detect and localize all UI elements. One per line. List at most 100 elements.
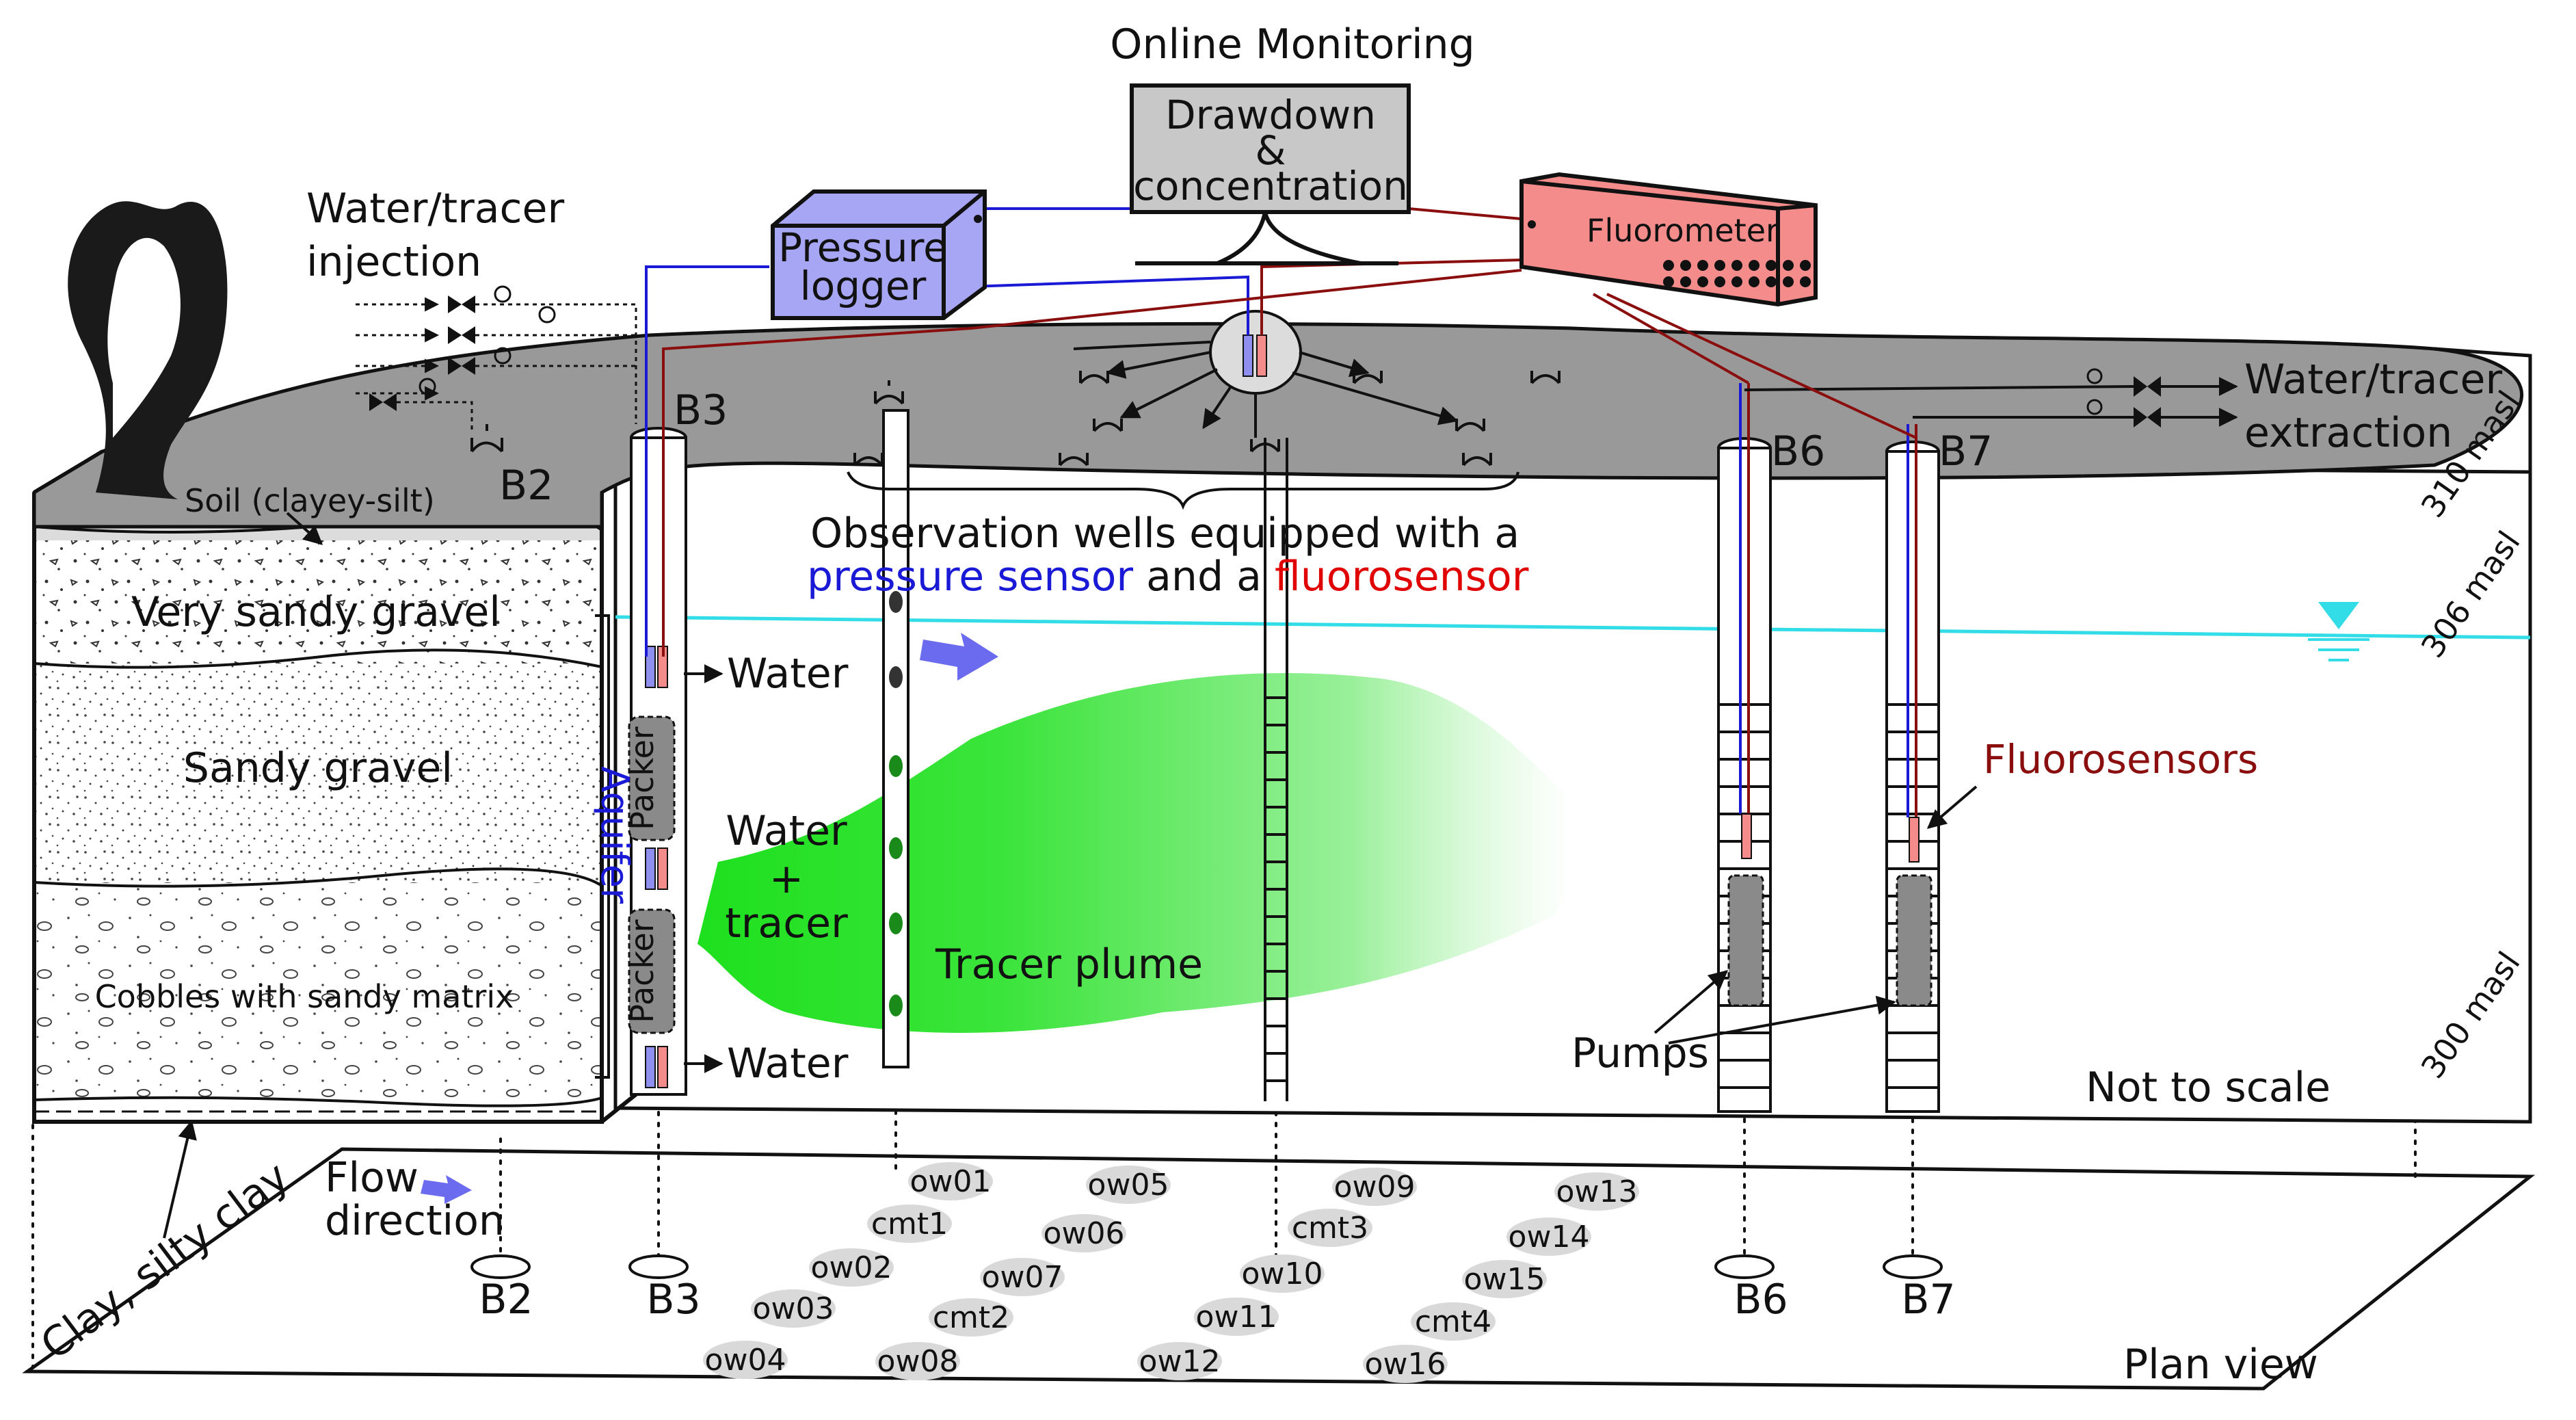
computer-label-2: &: [1255, 127, 1286, 174]
fluorometer-label: Fluorometer: [1586, 212, 1779, 249]
projection-lines: [31, 1066, 2417, 1369]
plan-label-b3: B3: [646, 1276, 700, 1324]
well-cmt: [882, 409, 909, 1068]
aquifer-label: Aquifer: [592, 766, 637, 904]
extraction-label-1: Water/tracer: [2244, 356, 2502, 404]
plan-well-oval: [1554, 1172, 1639, 1211]
plan-well-oval: [1332, 1168, 1417, 1206]
plan-well-oval: [980, 1258, 1065, 1296]
plan-well-oval: [929, 1298, 1013, 1337]
layer-label-sandy-gravel: Sandy gravel: [183, 744, 453, 792]
plan-well-label-cmt4: cmt4: [1415, 1304, 1491, 1339]
plan-well-label-ow01: ow01: [910, 1164, 992, 1199]
plan-well-label-ow11: ow11: [1196, 1300, 1277, 1334]
not-to-scale-label: Not to scale: [2086, 1064, 2331, 1112]
injection-label-1: Water/tracer: [306, 185, 564, 233]
plan-well-oval: [703, 1341, 788, 1379]
layer-label-very-sandy-gravel: Very sandy gravel: [131, 588, 501, 636]
plan-well-label-ow05: ow05: [1088, 1168, 1169, 1202]
plan-label-b2: B2: [479, 1276, 533, 1324]
pressure-logger-label-2: logger: [800, 263, 927, 309]
water-table: [615, 602, 2531, 661]
injection-label-2: injection: [306, 238, 481, 286]
tracer-plume: [698, 673, 1572, 1033]
well-label-b7: B7: [1939, 428, 1993, 475]
plan-well-oval: [867, 1205, 952, 1243]
monitoring-cables: [645, 207, 1917, 657]
plan-label-b7: B7: [1901, 1276, 1955, 1324]
plan-well-oval: [1240, 1254, 1325, 1293]
extraction-label-2: extraction: [2244, 409, 2452, 457]
pumps-arrow-b7: [1668, 995, 1896, 1044]
fluorosensor-arrow: [1926, 785, 1978, 829]
layer-label-cobbles: Cobbles with sandy matrix: [95, 978, 514, 1015]
extraction-pipes: [1744, 368, 2238, 428]
plan-well-label-cmt1: cmt1: [871, 1207, 948, 1241]
computer-monitor: [1130, 83, 1411, 265]
pumps-label: Pumps: [1571, 1029, 1709, 1077]
water-label-top: Water: [727, 650, 849, 698]
plan-well-label-ow07: ow07: [982, 1260, 1063, 1295]
plan-well-oval: [875, 1342, 960, 1380]
plan-well-oval: [809, 1248, 894, 1287]
plan-well-oval: [1194, 1298, 1279, 1336]
observation-label-2: pressure sensor and a fluorosensor: [807, 553, 1529, 601]
tracer-label: tracer: [725, 899, 848, 947]
water-plus-label: Water: [726, 807, 847, 855]
plan-well-label-ow08: ow08: [877, 1344, 959, 1379]
plan-well-oval: [1363, 1345, 1448, 1383]
plan-label-b6: B6: [1734, 1276, 1788, 1324]
plan-well-oval: [1137, 1342, 1222, 1380]
plan-well-oval: [1041, 1214, 1126, 1252]
plume-label: Tracer plume: [935, 941, 1203, 988]
computer-label-3: concentration: [1133, 163, 1408, 209]
soil-arrow: [286, 512, 323, 545]
fluorometer-box: [1519, 172, 1818, 307]
plan-well-oval: [1411, 1302, 1496, 1341]
well-label-b6: B6: [1771, 428, 1825, 475]
plan-well-label-ow06: ow06: [1044, 1216, 1125, 1251]
pumps-arrow-b6: [1654, 970, 1729, 1034]
flow-arrow-plan-icon: [421, 1175, 472, 1204]
layer-sandy-gravel: [34, 663, 602, 882]
flow-label-1: Flow: [325, 1154, 419, 1202]
flow-arrow-icon: [920, 633, 998, 681]
well-b3: [628, 427, 723, 1096]
packer-label-lower: Packer: [624, 919, 661, 1023]
plan-well-label-ow13: ow13: [1556, 1174, 1638, 1209]
fluorosensors-label: Fluorosensors: [1983, 736, 2258, 783]
computer-label-1: Drawdown: [1165, 92, 1376, 138]
plan-well-oval: [908, 1162, 993, 1200]
page-title: Online Monitoring: [1110, 21, 1474, 68]
plan-well-oval: [1288, 1209, 1372, 1247]
plan-well-label-ow12: ow12: [1139, 1344, 1221, 1379]
plan-well-label-ow09: ow09: [1334, 1170, 1416, 1205]
plan-view-label: Plan view: [2123, 1341, 2318, 1389]
pressure-logger-label-1: Pressure: [778, 224, 948, 271]
injection-pipes: [356, 285, 637, 431]
clay-arrow: [163, 1120, 197, 1239]
plus-label: +: [769, 855, 804, 903]
plan-well-oval: [1086, 1166, 1171, 1204]
tree-icon: [68, 201, 228, 499]
well-label-b2: B2: [499, 462, 553, 510]
plan-well-label-ow04: ow04: [705, 1343, 786, 1378]
plan-well-label-ow10: ow10: [1242, 1257, 1323, 1291]
water-table-icon: [2318, 602, 2359, 629]
pressure-sensor-label: pressure sensor: [807, 553, 1133, 601]
plan-well-oval: [751, 1289, 836, 1328]
plan-well-label-cmt2: cmt2: [933, 1300, 1009, 1335]
pressure-logger-box: [771, 189, 987, 320]
plan-well-label-ow15: ow15: [1464, 1262, 1545, 1297]
plan-well-label-ow16: ow16: [1365, 1347, 1446, 1382]
plan-well-label-cmt3: cmt3: [1292, 1211, 1368, 1246]
observation-wellheads: [470, 310, 1561, 466]
plan-well-label-ow03: ow03: [753, 1291, 834, 1326]
and-a-label: and a: [1133, 553, 1275, 601]
layer-label-soil: Soil (clayey-silt): [185, 482, 435, 519]
plan-well-oval: [1462, 1260, 1547, 1298]
well-b6: [1717, 383, 1772, 1113]
layer-cobbles: [34, 882, 602, 1101]
